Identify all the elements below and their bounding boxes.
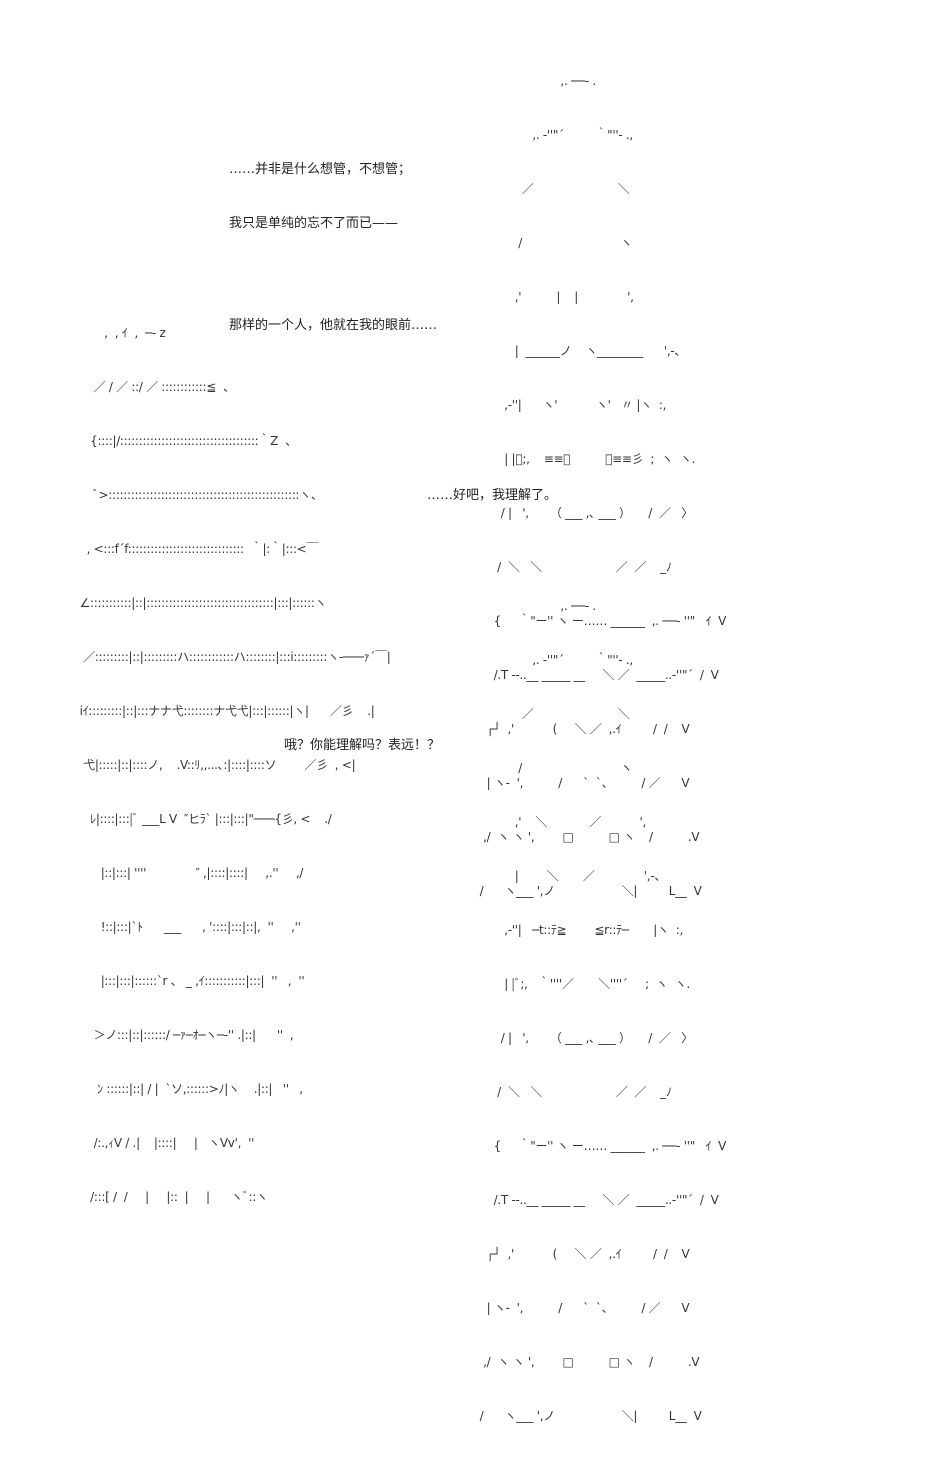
art-line: ﾝ ::::::|::| / | `ソ,::::::>ﾉ|ヽ .|::| '' … xyxy=(55,1082,303,1096)
ascii-art-character-3: ,. ──- . ,. ‐''"´ ｀"''‐ ., ／ ＼ / ヽ ,' ＼ xyxy=(455,561,727,1461)
dialogue-line: ……好吧，我理解了。 xyxy=(427,488,558,503)
art-line: /:::[ / / | |:: | | ヽﾞ::ヽ xyxy=(55,1190,268,1204)
art-line: 弋|:::::|::|::::ノ, .V::ﾘ,,...､:|::::|::::… xyxy=(55,758,356,772)
art-line: /.T ‐‐..__ _____ __ ＼ ／ _____..-''"´ / V xyxy=(455,668,719,682)
art-line: / ＼ ＼ ／ ／ _ﾉ xyxy=(455,560,672,574)
art-line: ,. ──- . xyxy=(455,599,596,613)
art-line: ,-''| ヽ' ヽ' 〃 |ヽ :, xyxy=(455,398,667,412)
art-line: ┌┘ ,' ( ＼ ／ ,.ｲ / / V xyxy=(455,1247,690,1261)
dialogue-line: 哦？你能理解吗？表远！？ xyxy=(284,738,441,753)
art-line: | ＼ ／ ',-、 xyxy=(455,869,667,883)
dialogue-line: 那样的一个人，他就在我的眼前…… xyxy=(229,318,438,333)
art-line: / ＼ ＼ ／ ／ _ﾉ xyxy=(455,1085,672,1099)
art-line: / | ', （ ___ ,､ ___ ） / ／ 〉 xyxy=(455,1031,694,1045)
art-line: ,. ‐''"´ ｀"''‐ ., xyxy=(455,128,633,142)
art-line: ,. ‐''"´ ｀"''‐ ., xyxy=(455,653,633,667)
dialogue-line: ……并非是什么想管，不想管； xyxy=(229,162,412,177)
art-line: ┌┘ ,' ( ＼ ／ ,.ｲ / / V xyxy=(455,722,690,736)
dialogue-1: ……并非是什么想管，不想管； 我只是单纯的忘不了而已—— 那样的一个人，他就在我… xyxy=(229,125,437,371)
art-line: /.T ‐‐..__ _____ __ ＼ ／ _____..-''"´ / V xyxy=(455,1193,719,1207)
art-line: !::|:::|`ﾄ ___ , '::::|:::|::|, '' ,'' xyxy=(55,920,301,934)
art-line: | |ﾞ;, ≡≡／ ＼≡≡彡 ; ヽ ヽ. xyxy=(455,452,696,466)
art-line: ﾞ>::::::::::::::::::::::::::::::::::::::… xyxy=(55,488,323,502)
art-line: ﾚ|::::|:::|ﾞ ___L V ″ヒﾗ` |:::|:::|"───{彡… xyxy=(55,812,332,826)
art-line: | ______ノ ヽ________ ',-、 xyxy=(455,344,687,358)
art-line: ／:::::::::|::|:::::::::ハ::::::::::::ハ:::… xyxy=(55,650,391,664)
art-line: / | ', （ ___ ,､ ___ ） / ／ 〉 xyxy=(455,506,694,520)
art-line: { ｀"ー'' ヽ ー…… ______ ,. ──‐ ''" ｲ V xyxy=(455,1139,727,1153)
art-line: ,. ──- . xyxy=(455,74,596,88)
art-line: |:::|:::|::::::`r 、 _ ,ｲ:::::::::::|:::|… xyxy=(55,974,305,988)
art-line: | ヽ‐ ', / ` `、 / ／ V xyxy=(455,1301,690,1315)
art-line: iｲ:::::::::|::|:::ナナ弋::::::::ナ弋弋|:::|:::… xyxy=(55,704,375,718)
art-line: | ヽ‐ ', / ` `、 / ／ V xyxy=(455,776,690,790)
art-line: , , ｲ , ─‐ z xyxy=(55,326,166,340)
art-line: ∠:::::::::::|::|::::::::::::::::::::::::… xyxy=(55,596,327,610)
dialogue-3: 哦？你能理解吗？表远！？ xyxy=(284,701,440,791)
art-line: ,' ＼ ／ ', xyxy=(455,815,647,829)
art-line: , <:::f´f:::::::::::::::::::::::::::::::… xyxy=(55,542,319,556)
art-line: ,' | | ', xyxy=(455,290,634,304)
art-line: |::|:::| '''' ″ ,|::::|::::| ,.'' ,/ xyxy=(55,866,304,880)
art-line: / ヽ xyxy=(455,236,633,250)
art-line: / ヽ xyxy=(455,761,633,775)
art-line: ,-''| ─t::ﾃ≧ ≦r::ﾃ─ |ヽ :, xyxy=(455,923,684,937)
art-line: ,/ ヽ ヽ ', □ □ ヽ / .V xyxy=(455,830,700,844)
art-line: / ヽ___ ',ノ ＼| L__ V xyxy=(455,1409,702,1423)
art-line: { ｀"ー'' ヽ ー…… ______ ,. ──‐ ''" ｲ V xyxy=(455,614,727,628)
art-line: ,/ ヽ ヽ ', □ □ ヽ / .V xyxy=(455,1355,700,1369)
art-line: ／ ＼ xyxy=(455,182,630,196)
art-line: ＞ノ:::|::|::::::/ ─ｧ─ｵ─ヽ─‐'' .|::| '' , xyxy=(55,1028,294,1042)
dialogue-2: ……好吧，我理解了。 xyxy=(427,451,557,541)
ascii-art-character-1: ,. ──- . ,. ‐''"´ ｀"''‐ ., ／ ＼ / ヽ ,' | xyxy=(455,36,727,936)
art-line: ／ ＼ xyxy=(455,707,630,721)
art-line: ／ / ／ ::/ ／ ::::::::::::≦ 、 xyxy=(55,380,235,394)
dialogue-line: 我只是单纯的忘不了而已—— xyxy=(229,216,399,231)
art-line: {::::|/:::::::::::::::::::::::::::::::::… xyxy=(55,434,297,448)
art-line: /:.,ｨV / .| |::::| | ヽVv', '' xyxy=(55,1136,255,1150)
art-line: | |ﾞ;, ｀''''／ ＼''''´ ; ヽ ヽ. xyxy=(455,977,690,991)
